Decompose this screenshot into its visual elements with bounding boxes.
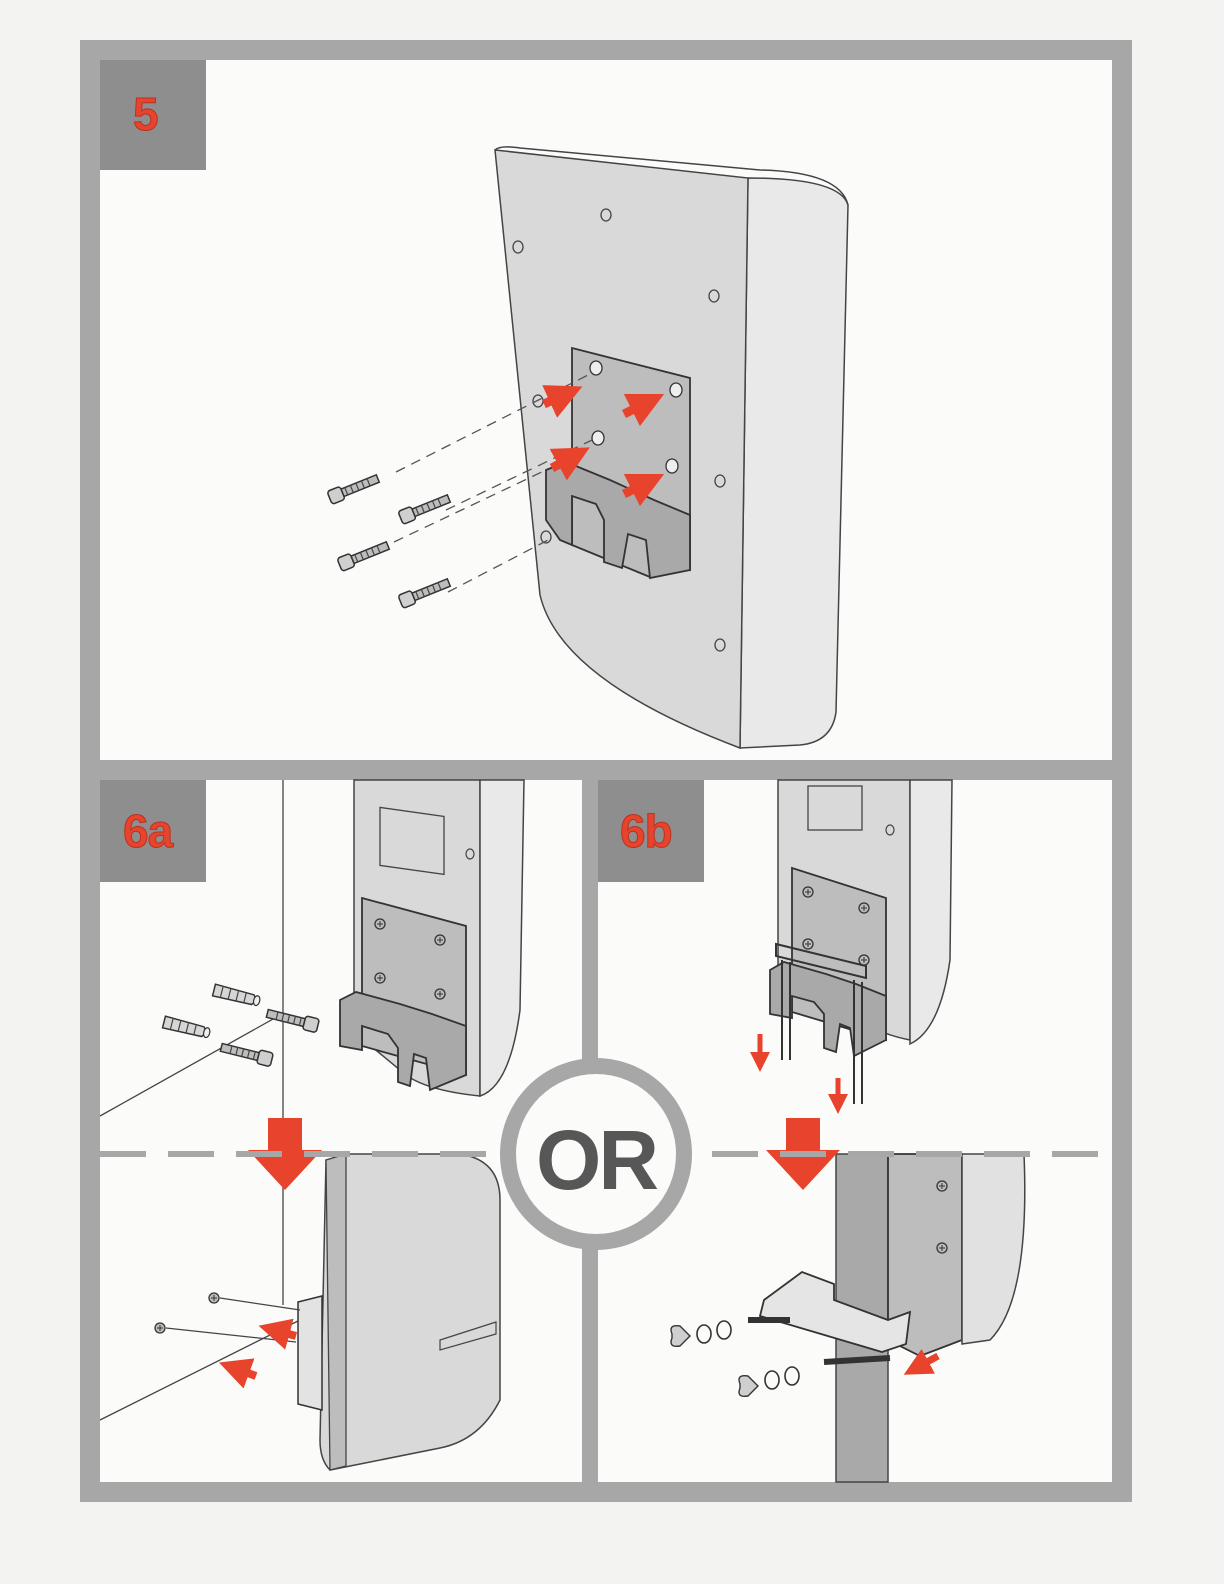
step-5-label: 5 [133,91,158,137]
step-6a-label: 6a [123,808,172,854]
or-separator-text: OR [510,1118,682,1202]
step-6b-label: 6b [620,808,672,854]
